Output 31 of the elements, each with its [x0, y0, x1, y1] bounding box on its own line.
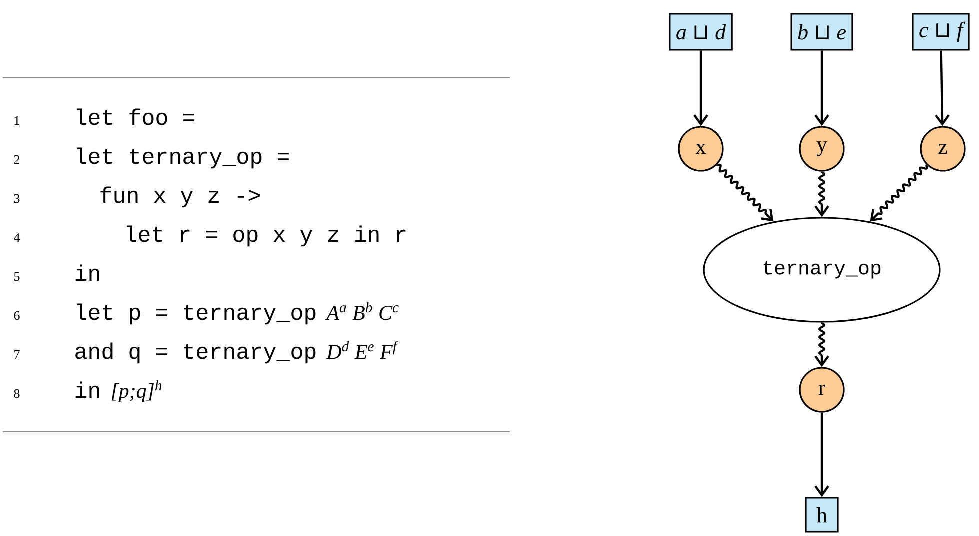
arrow — [870, 165, 928, 222]
line-number: 3 — [14, 194, 20, 204]
code-line: let p = ternary_op — [77, 304, 316, 325]
line-number: 6 — [14, 311, 20, 320]
line-number: 5 — [14, 272, 20, 282]
arrow — [814, 322, 830, 368]
value-box: c ⊔ f — [912, 13, 970, 51]
value-box: a ⊔ d — [669, 13, 733, 51]
value-box: b ⊔ e — [790, 13, 854, 51]
code-line: in — [76, 264, 100, 281]
math-expression: [p;q]$^{h}$ — [112, 380, 162, 402]
line-number: 8 — [14, 389, 20, 398]
code-line: let foo = — [77, 108, 194, 126]
value-box: h — [805, 497, 839, 533]
arrow — [814, 50, 830, 126]
line-number: 2 — [14, 155, 20, 164]
line-number: 4 — [14, 233, 20, 242]
code-line: let r = op x y z in r — [127, 226, 406, 247]
math-expression: D$^{d}$ E$^{e}$ F$^{f}$ — [326, 341, 399, 360]
arrow — [717, 164, 774, 222]
code-line: and q = ternary_op — [76, 342, 316, 364]
code-line: in — [76, 382, 100, 398]
arrow — [935, 50, 950, 126]
line-number: 7 — [14, 350, 20, 359]
arrow — [814, 171, 830, 218]
arrow — [814, 412, 830, 498]
math-expression: A$^{a}$ B$^{b}$ C$^{c}$ — [326, 302, 399, 320]
code-line: let ternary_op = — [77, 148, 289, 169]
arrow — [694, 50, 708, 126]
code-line: fun x y z -> — [100, 186, 260, 208]
line-number: 1 — [14, 116, 20, 125]
